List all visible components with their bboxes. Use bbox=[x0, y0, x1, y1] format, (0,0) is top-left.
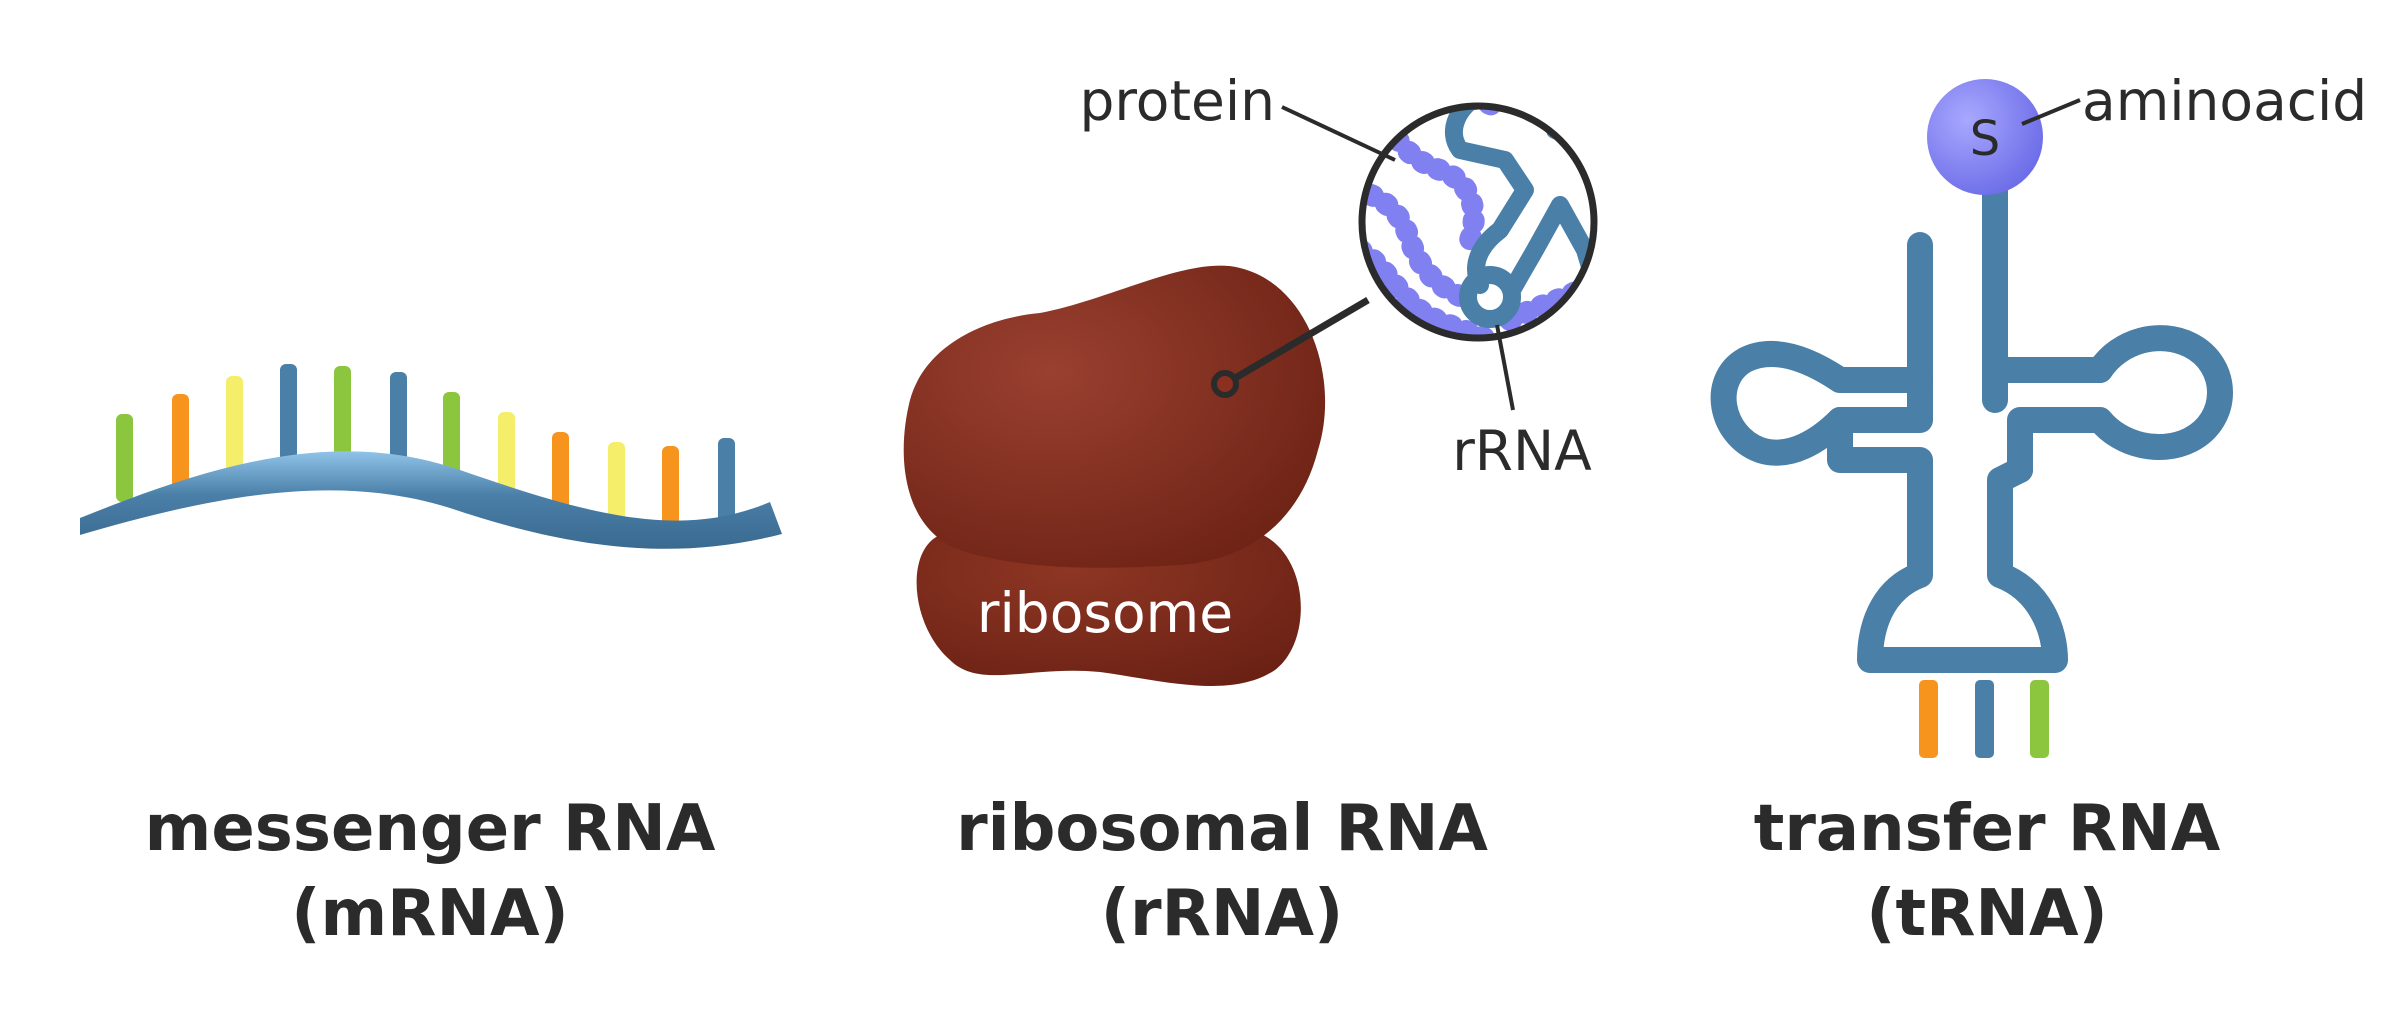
trna-base bbox=[1919, 680, 1938, 758]
trna-caption-line2: (tRNA) bbox=[1866, 877, 2107, 951]
mrna-base bbox=[226, 376, 243, 484]
rrna-caption-line1: ribosomal RNA bbox=[956, 792, 1488, 866]
mrna-caption-line1: messenger RNA bbox=[145, 792, 716, 866]
magnifier-pointer-line bbox=[1223, 296, 1370, 388]
amino-acid-symbol: S bbox=[1970, 111, 2000, 167]
mrna-base bbox=[280, 364, 297, 476]
mrna-base bbox=[718, 438, 735, 528]
mrna-base bbox=[662, 446, 679, 536]
ribosome-large-subunit bbox=[903, 265, 1326, 568]
mrna-base bbox=[172, 394, 189, 494]
rrna-leader-line bbox=[1495, 324, 1515, 411]
mrna-bases bbox=[116, 364, 735, 536]
trna-cloverleaf bbox=[1710, 157, 2233, 673]
magnifier-lens bbox=[1358, 102, 1598, 342]
trna-base bbox=[1975, 680, 1994, 758]
trna-panel: S aminoacid transfer RNA (tRNA) bbox=[1710, 69, 2367, 951]
ribosome-small-subunit bbox=[916, 520, 1301, 686]
rrna-panel: ribosome bbox=[903, 69, 1598, 951]
magnifier-pointer-dot bbox=[1211, 370, 1239, 398]
protein-label: protein bbox=[1079, 69, 1275, 133]
trna-caption-line1: transfer RNA bbox=[1754, 792, 2221, 866]
mrna-base bbox=[552, 432, 569, 518]
amino-acid-sphere bbox=[1927, 79, 2043, 195]
rrna-label: rRNA bbox=[1452, 419, 1592, 483]
aminoacid-label: aminoacid bbox=[2082, 69, 2367, 133]
trna-base bbox=[2030, 680, 2049, 758]
mrna-base bbox=[608, 442, 625, 532]
mrna-base bbox=[334, 366, 351, 476]
mrna-caption-line2: (mRNA) bbox=[291, 877, 569, 951]
mrna-base bbox=[498, 412, 515, 502]
mrna-base bbox=[116, 414, 133, 502]
mrna-base bbox=[390, 372, 407, 478]
mrna-strand bbox=[80, 451, 782, 549]
rrna-caption-line2: (rRNA) bbox=[1101, 877, 1343, 951]
mrna-panel: messenger RNA (mRNA) bbox=[80, 364, 782, 951]
protein-leader-line bbox=[1281, 105, 1396, 162]
mrna-base bbox=[443, 392, 460, 484]
aminoacid-leader-line bbox=[2021, 98, 2081, 126]
ribosome-label: ribosome bbox=[977, 581, 1233, 645]
